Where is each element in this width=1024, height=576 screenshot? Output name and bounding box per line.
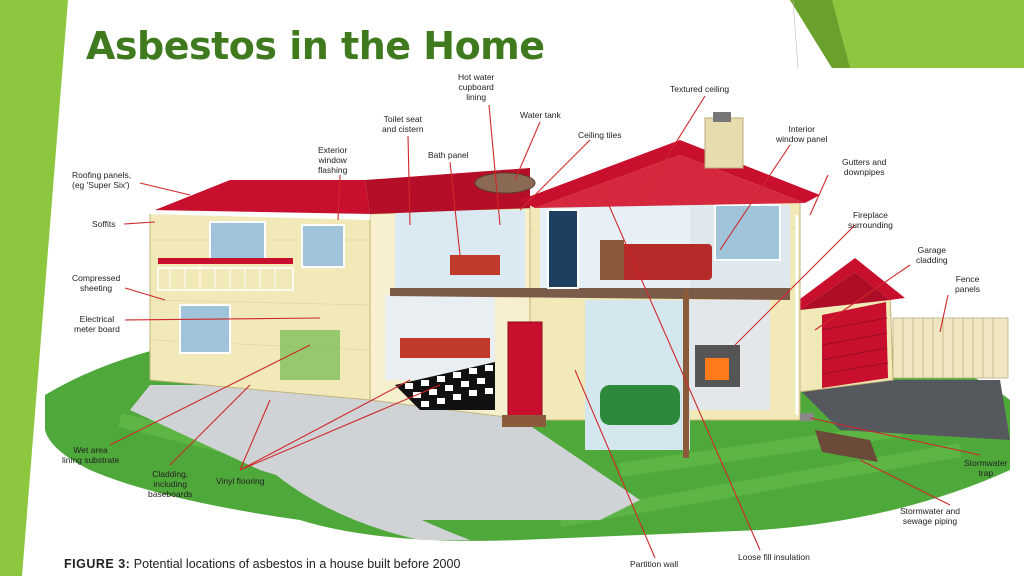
top-right-accent-dark xyxy=(790,0,850,68)
left-accent-shape xyxy=(0,0,68,576)
label-water-tank: Water tank xyxy=(520,110,561,120)
stormwater-trap xyxy=(815,430,878,462)
roof xyxy=(145,112,820,220)
label-partition-wall: Partition wall xyxy=(630,559,679,569)
label-bath-panel: Bath panel xyxy=(428,150,469,160)
water-tank xyxy=(474,172,536,194)
top-right-accent-shape xyxy=(790,0,1024,68)
label-ceiling-tiles: Ceiling tiles xyxy=(578,130,622,140)
leader-lines xyxy=(109,95,981,559)
balcony xyxy=(157,258,294,291)
label-roofing-panels: Roofing panels,(eg 'Super Six') xyxy=(72,170,132,190)
garage xyxy=(796,258,905,393)
label-textured-ceiling: Textured ceiling xyxy=(670,84,730,94)
label-loose-fill-insulation: Loose fill insulation xyxy=(738,552,810,562)
fence xyxy=(892,317,1009,379)
windows xyxy=(179,204,781,354)
slide-title: Asbestos in the Home xyxy=(86,24,545,68)
figure-caption: FIGURE 3: Potential locations of asbesto… xyxy=(64,557,460,571)
front-door xyxy=(502,321,546,427)
figure-caption-text: Potential locations of asbestos in a hou… xyxy=(133,557,461,571)
label-vinyl-flooring: Vinyl flooring xyxy=(216,476,265,486)
kitchen-checkered-floor xyxy=(395,362,495,410)
figure-label: FIGURE 3: xyxy=(64,557,131,571)
driveway xyxy=(790,380,1010,440)
label-soffits: Soffits xyxy=(92,219,116,229)
